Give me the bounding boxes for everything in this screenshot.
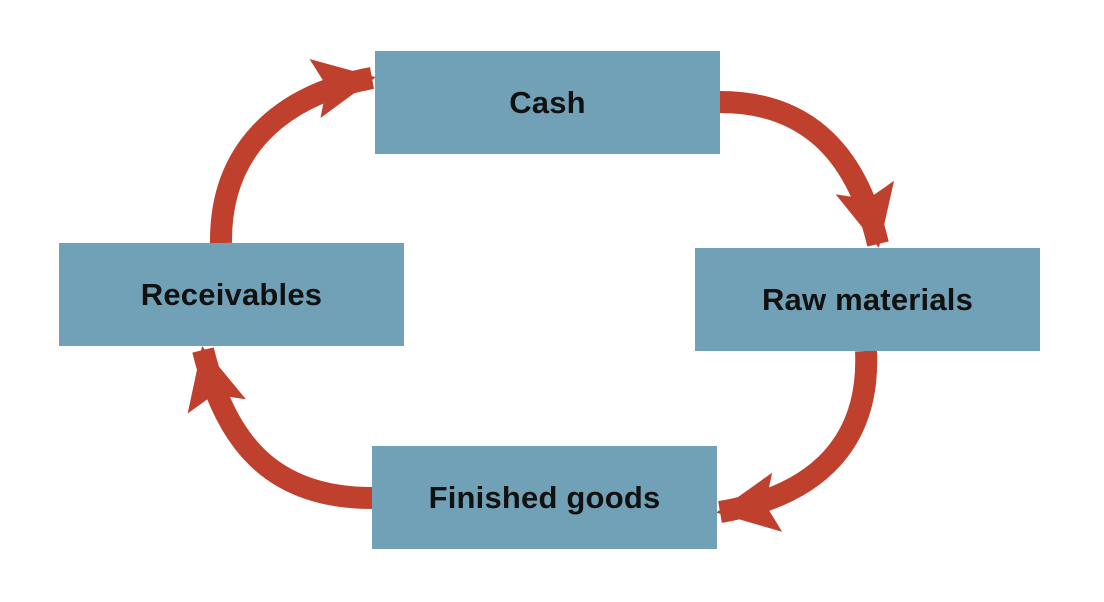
node-finished-goods-label: Finished goods — [428, 479, 661, 515]
node-raw-materials-label: Raw materials — [761, 281, 974, 317]
arrow-finished-goods-to-receivables — [187, 346, 373, 509]
node-raw-materials: Raw materials — [695, 248, 1040, 351]
node-finished-goods: Finished goods — [372, 446, 717, 549]
node-receivables-label: Receivables — [140, 276, 323, 312]
node-receivables: Receivables — [59, 243, 404, 346]
node-cash: Cash — [375, 51, 720, 154]
node-cash-label: Cash — [509, 84, 586, 120]
arrow-receivables-to-cash — [209, 59, 376, 244]
arrow-raw-materials-to-finished-goods — [716, 350, 878, 532]
arrow-cash-to-raw-materials — [719, 91, 895, 248]
